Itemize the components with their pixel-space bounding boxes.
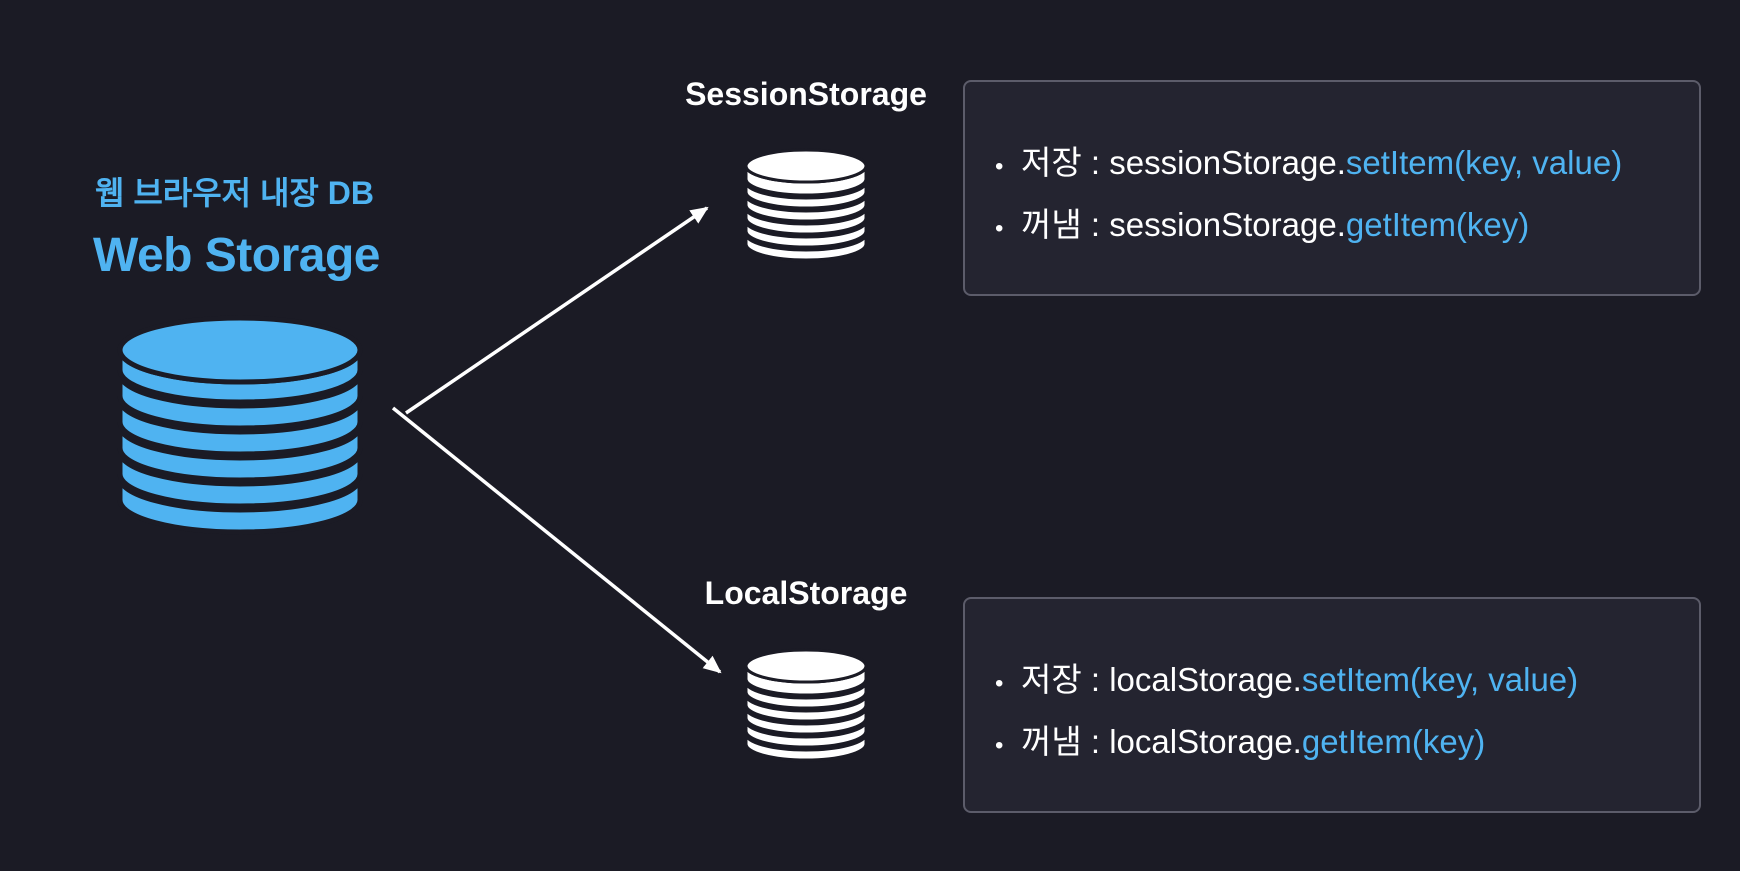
local-save-line: • 저장 : localStorage.setItem(key, value) (995, 653, 1699, 715)
bullet: • (995, 153, 1004, 180)
session-storage-title: SessionStorage (685, 76, 927, 112)
session-database-icon (744, 148, 868, 262)
session-load-line: • 꺼냄 : sessionStorage.getItem(key) (995, 198, 1699, 260)
bullet: • (995, 215, 1004, 242)
session-save-prefix: 저장 : sessionStorage. (1021, 144, 1346, 181)
session-load-prefix: 꺼냄 : sessionStorage. (1021, 206, 1346, 243)
local-load-prefix: 꺼냄 : localStorage. (1021, 723, 1302, 760)
main-subtitle: 웹 브라우저 내장 DB (95, 175, 374, 211)
local-getitem-method: getItem(key) (1301, 723, 1486, 760)
bullet: • (995, 670, 1004, 697)
bullet: • (995, 732, 1004, 759)
session-save-line: • 저장 : sessionStorage.setItem(key, value… (995, 136, 1699, 198)
session-storage-methods-box: • 저장 : sessionStorage.setItem(key, value… (963, 80, 1701, 296)
web-storage-database-icon (117, 315, 363, 535)
local-setitem-method: setItem(key, value) (1301, 661, 1579, 698)
session-getitem-method: getItem(key) (1345, 206, 1530, 243)
local-storage-methods-box: • 저장 : localStorage.setItem(key, value) … (963, 597, 1701, 813)
arrow-to-local (391, 406, 722, 674)
session-setitem-method: setItem(key, value) (1345, 144, 1623, 181)
local-save-prefix: 저장 : localStorage. (1021, 661, 1302, 698)
local-load-line: • 꺼냄 : localStorage.getItem(key) (995, 715, 1699, 777)
arrow-to-session (405, 206, 709, 415)
main-title: Web Storage (93, 229, 381, 282)
local-storage-title: LocalStorage (704, 575, 908, 611)
local-database-icon (744, 648, 868, 762)
